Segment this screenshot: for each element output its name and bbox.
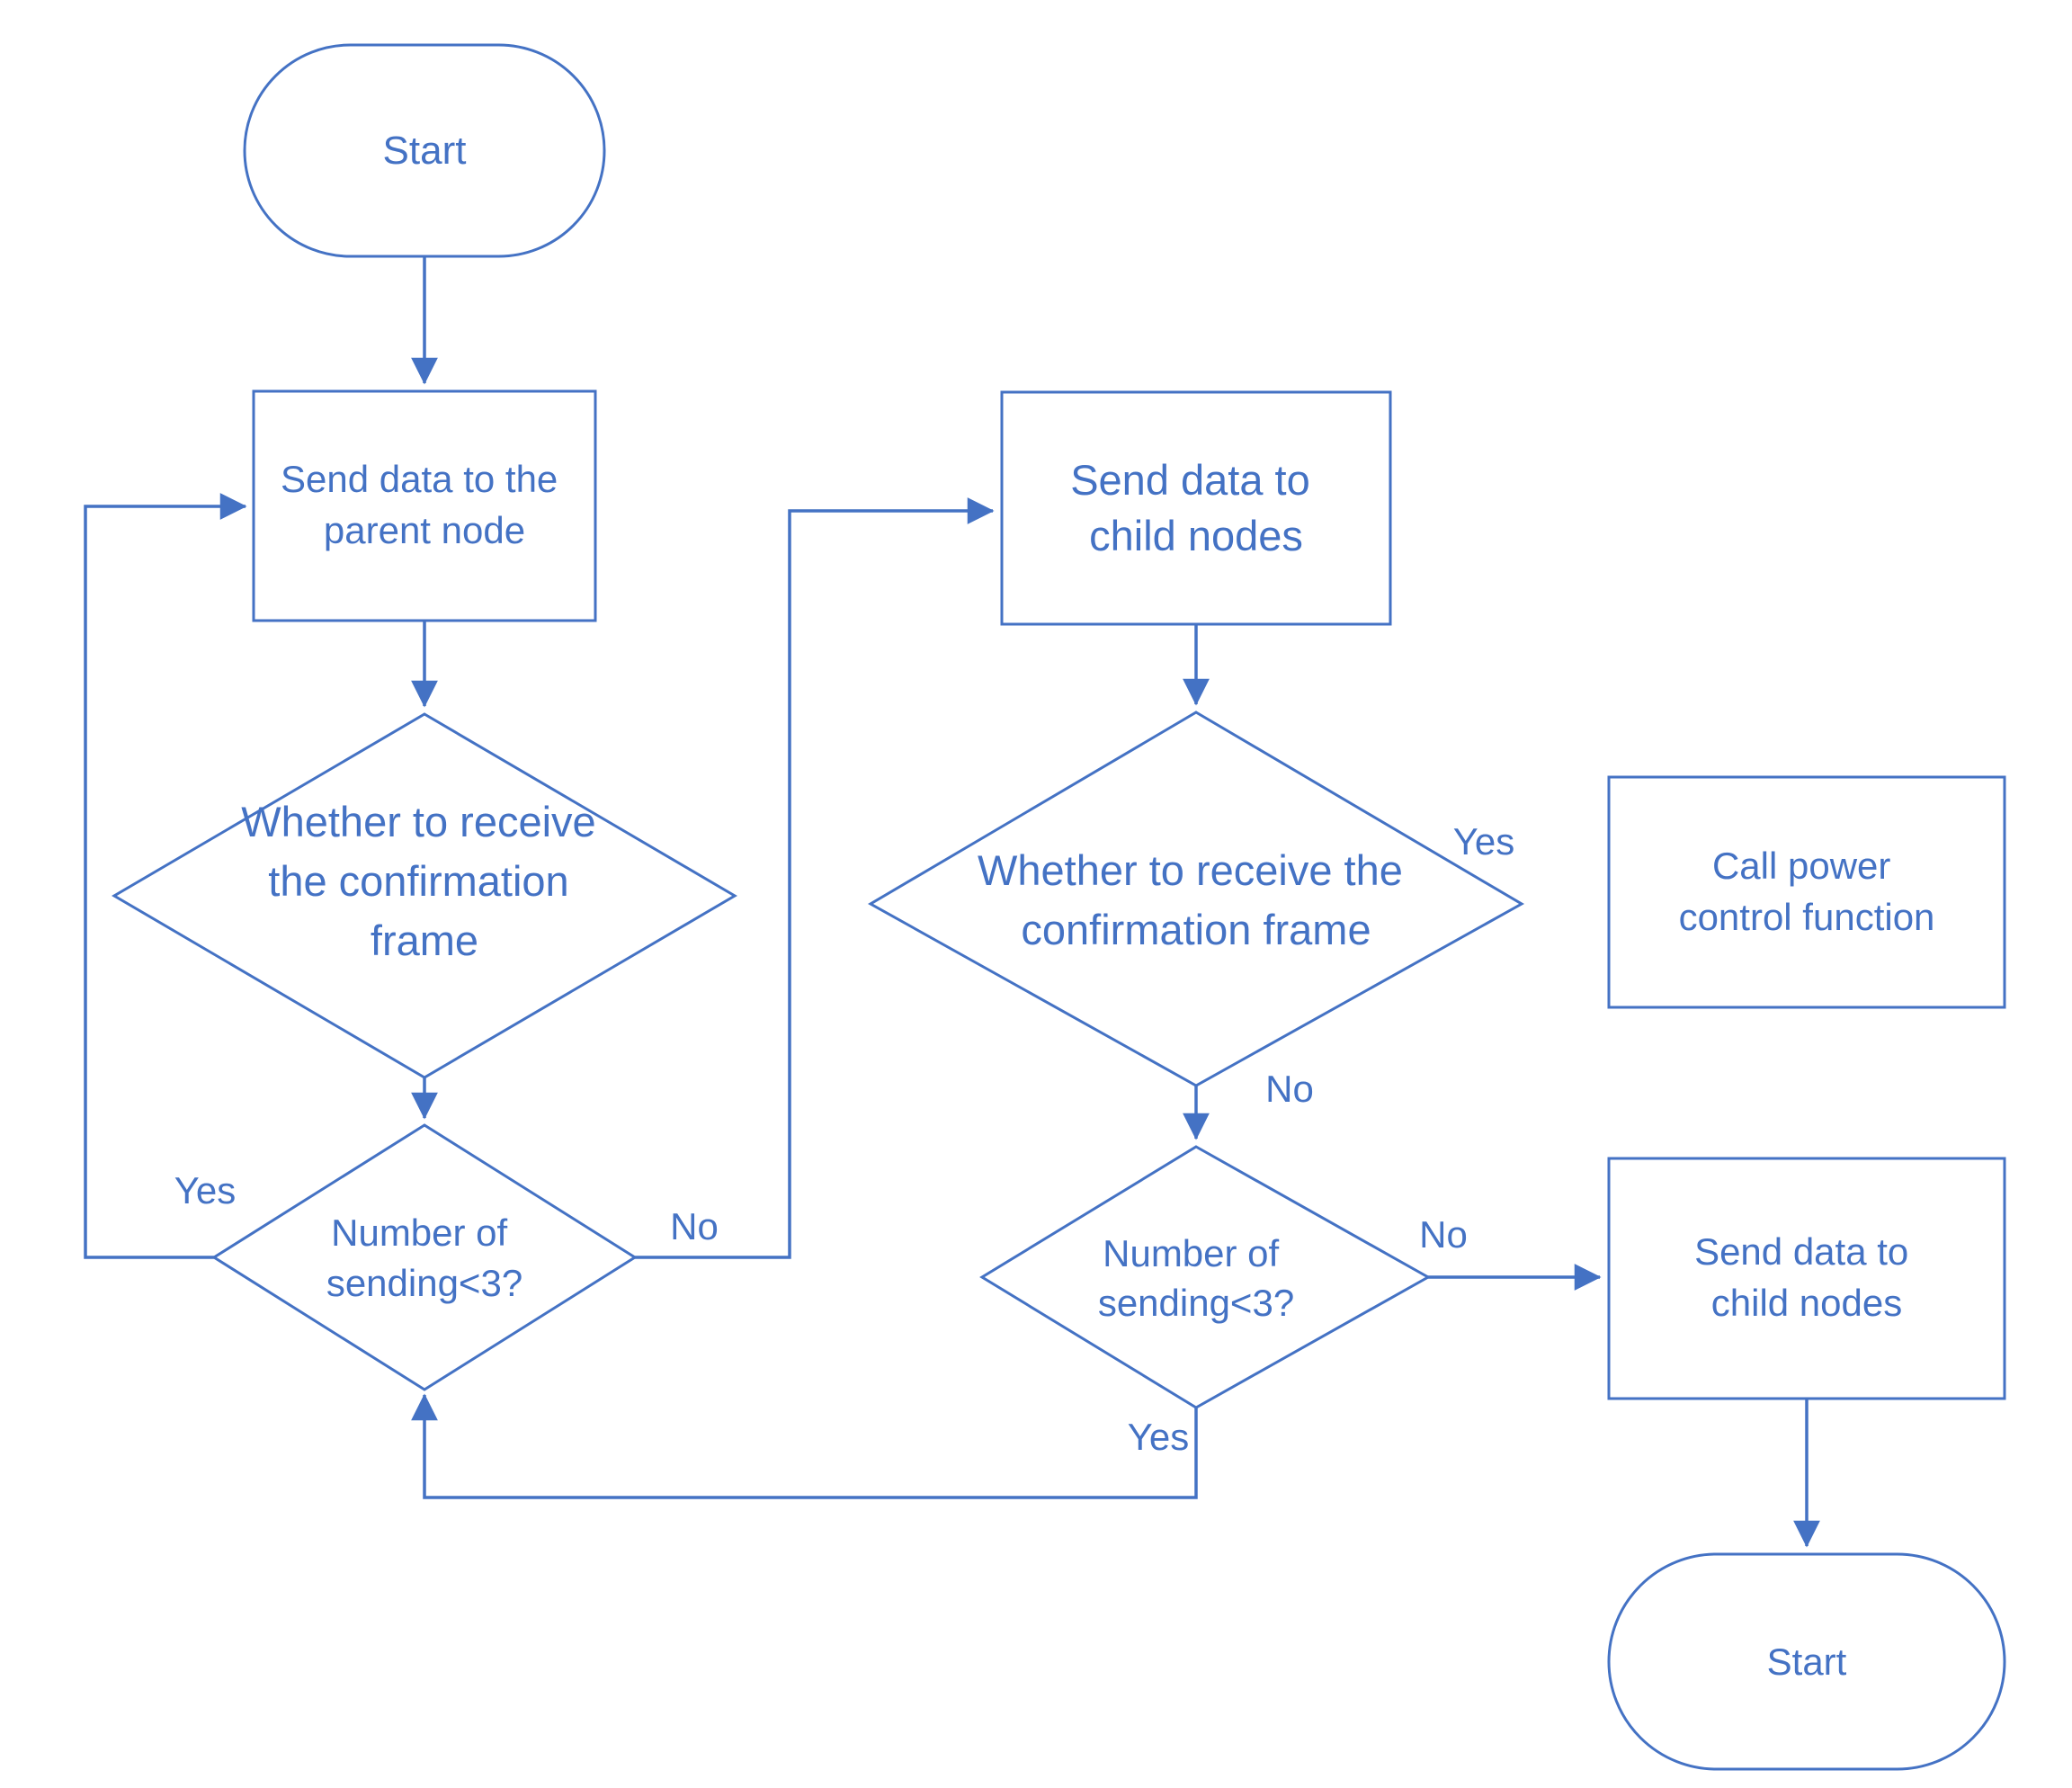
node-send-child-line-1: Send data to	[1070, 456, 1310, 504]
node-retry-parent: Number of sending<3?	[211, 1123, 638, 1391]
edge-label-retry-parent-no: No	[670, 1205, 719, 1247]
node-start-bottom: Start	[1607, 1552, 2006, 1771]
node-confirm-child-shape	[867, 711, 1525, 1087]
node-send-parent-label: Send data to the parent node	[281, 458, 568, 551]
edge-label-retry-child-no: No	[1419, 1213, 1468, 1256]
node-confirm-parent-line-1: Whether to receive	[241, 798, 595, 845]
node-call-power-line-1: Call power	[1712, 845, 1890, 887]
node-send-child: Send data to child nodes	[1000, 390, 1392, 626]
node-send-child-final-shape	[1607, 1157, 2006, 1400]
node-send-parent-line-2: parent node	[324, 509, 525, 551]
node-retry-parent-shape	[211, 1123, 638, 1391]
node-send-child-label: Send data to child nodes	[1070, 456, 1322, 559]
node-send-child-final: Send data to child nodes	[1607, 1157, 2006, 1400]
node-start-bottom-shape	[1607, 1552, 2006, 1771]
node-start-top: Start	[243, 43, 606, 258]
node-send-parent-shape	[252, 389, 597, 622]
node-call-power-shape	[1607, 775, 2006, 1009]
node-confirm-parent: Whether to receive the confirmation fram…	[112, 712, 737, 1079]
node-retry-parent-line-1: Number of	[331, 1211, 507, 1254]
node-start-top-label: Start	[383, 129, 467, 173]
node-retry-child-line-2: sending<3?	[1098, 1282, 1294, 1324]
node-confirm-child: Whether to receive the confirmation fram…	[867, 711, 1525, 1087]
node-send-child-line-2: child nodes	[1089, 512, 1303, 559]
node-send-child-shape	[1000, 390, 1392, 626]
node-send-child-final-line-1: Send data to	[1694, 1230, 1908, 1273]
node-confirm-parent-line-2: the confirmation	[268, 857, 568, 905]
node-call-power-label: Call power control function	[1679, 845, 1935, 938]
node-confirm-child-line-1: Whether to receive the	[978, 846, 1403, 894]
node-retry-child-line-1: Number of	[1103, 1232, 1279, 1274]
edge-label-confirm-child-yes: Yes	[1453, 820, 1515, 863]
node-confirm-child-line-2: confirmation frame	[1021, 906, 1371, 953]
node-retry-child: Number of sending<3?	[979, 1145, 1432, 1409]
node-send-child-final-label: Send data to child nodes	[1694, 1230, 1919, 1324]
edge-retry-parent-yes-loop	[84, 493, 247, 1259]
node-confirm-parent-label: Whether to receive the confirmation fram…	[241, 798, 608, 964]
edge-label-retry-parent-yes: Yes	[174, 1169, 237, 1211]
node-retry-child-label: Number of sending<3?	[1098, 1232, 1294, 1324]
node-confirm-parent-line-3: frame	[371, 916, 478, 964]
edge-retry-parent-no-to-send-child	[635, 497, 995, 1259]
node-retry-child-shape	[979, 1145, 1432, 1409]
node-send-parent: Send data to the parent node	[252, 389, 597, 622]
node-call-power: Call power control function	[1607, 775, 2006, 1009]
node-retry-parent-line-2: sending<3?	[326, 1262, 522, 1304]
edge-label-retry-child-yes: Yes	[1128, 1416, 1190, 1458]
node-send-parent-line-1: Send data to the	[281, 458, 558, 500]
edge-retry-child-yes-loop	[411, 1393, 1198, 1499]
node-retry-parent-label: Number of sending<3?	[326, 1211, 522, 1304]
edge-label-confirm-child-no: No	[1265, 1068, 1314, 1110]
node-call-power-line-2: control function	[1679, 896, 1935, 938]
node-send-child-final-line-2: child nodes	[1711, 1282, 1902, 1324]
node-confirm-child-label: Whether to receive the confirmation fram…	[978, 846, 1415, 953]
node-start-bottom-label: Start	[1767, 1640, 1847, 1683]
